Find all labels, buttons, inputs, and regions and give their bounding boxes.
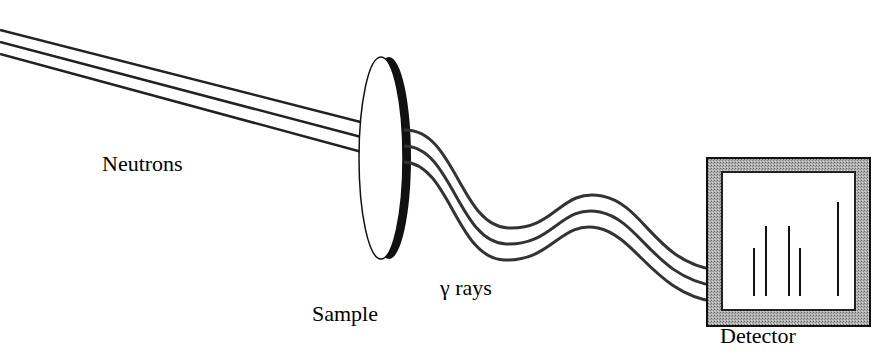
- gamma-rays: [404, 130, 716, 302]
- detector-box: [707, 158, 870, 326]
- beam-label: Neutrons: [102, 152, 183, 176]
- neutron-beam: [0, 30, 384, 158]
- ray-label: γ rays: [440, 276, 492, 300]
- sample-label: Sample: [312, 302, 378, 326]
- detector-label: Detector: [720, 324, 796, 348]
- spectrum-lines: [754, 202, 838, 296]
- sample-disk: [359, 57, 411, 259]
